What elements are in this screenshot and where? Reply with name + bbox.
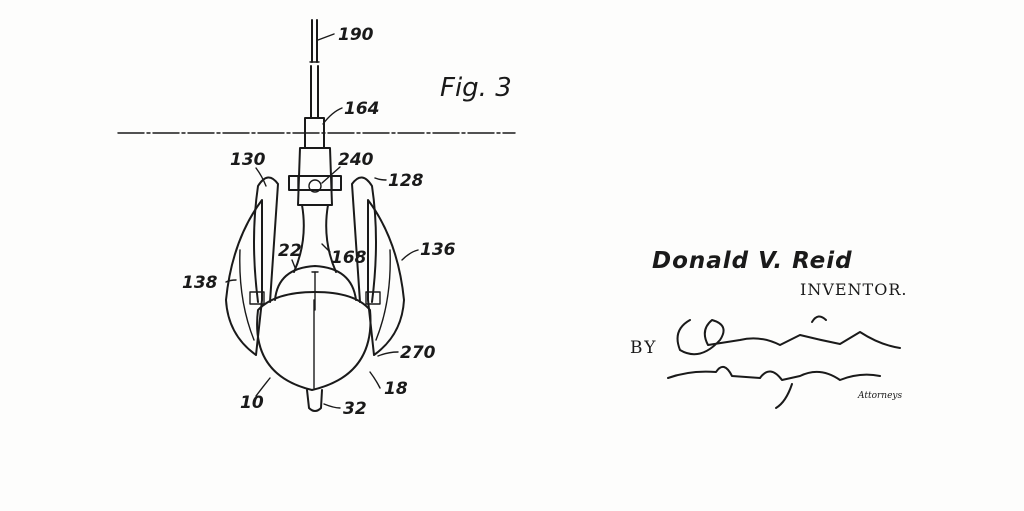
ref-190: 190 [338, 25, 374, 45]
leader-lines [225, 33, 419, 409]
neck-168 [293, 204, 337, 273]
ref-10: 10 [240, 393, 264, 413]
left-arm-130 [253, 176, 279, 303]
attorneys-caption: Attorneys [857, 391, 903, 401]
ref-270: 270 [400, 343, 436, 363]
right-bracket [365, 291, 381, 305]
left-fin-138 [225, 199, 263, 356]
antenna-mast [309, 19, 320, 119]
hull-body [256, 291, 372, 391]
ref-18: 18 [384, 379, 408, 399]
by-label: BY [630, 338, 658, 358]
inventor-caption: INVENTOR. [800, 280, 908, 299]
attorney-signatures: Attorneys [667, 315, 903, 409]
inventor-name: Donald V. Reid [652, 248, 853, 274]
nozzle-32 [306, 389, 323, 412]
figure-title: Fig. 3 [440, 73, 512, 103]
ref-22: 22 [278, 241, 302, 261]
upper-shell-22 [274, 265, 357, 301]
ref-130: 130 [230, 150, 266, 170]
clamp-band-240 [288, 175, 342, 193]
ref-240: 240 [338, 150, 374, 170]
right-arm-128 [351, 176, 377, 303]
ref-164: 164 [344, 99, 380, 119]
left-bracket [249, 291, 265, 305]
ref-136: 136 [420, 240, 456, 260]
ref-138: 138 [182, 273, 218, 293]
ref-32: 32 [343, 399, 367, 419]
ref-128: 128 [388, 171, 424, 191]
ref-168: 168 [331, 248, 367, 268]
right-fin-136 [367, 199, 405, 356]
